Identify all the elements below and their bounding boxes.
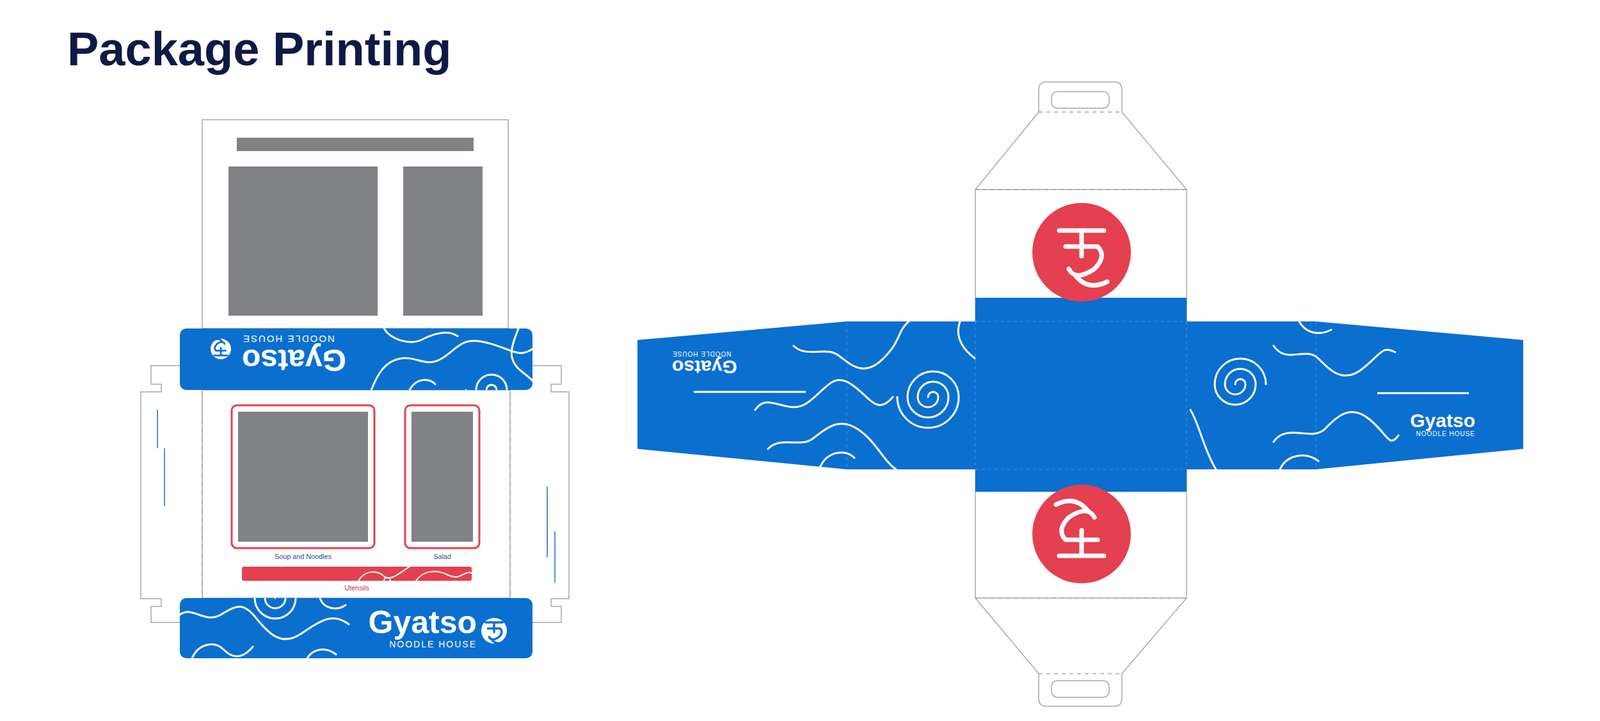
wave-pattern bbox=[1190, 321, 1399, 470]
wave-pattern bbox=[371, 328, 533, 390]
print-band bbox=[975, 297, 1187, 492]
bag-dieline bbox=[637, 81, 1524, 706]
logo-glyph bbox=[485, 622, 505, 644]
fine-print-mark bbox=[156, 409, 159, 448]
text-group: Soup and Noodles bbox=[231, 552, 375, 560]
print-band: GyatsoNOODLE HOUSE bbox=[179, 597, 533, 658]
print-band bbox=[1186, 321, 1524, 470]
rule-line bbox=[693, 391, 806, 393]
wave-pattern bbox=[755, 321, 976, 470]
print-band bbox=[637, 321, 976, 470]
fine-print-mark bbox=[163, 448, 166, 506]
print-band: GyatsoNOODLE HOUSE bbox=[1315, 339, 1524, 449]
fold-line bbox=[1038, 672, 1122, 674]
fold-line bbox=[509, 391, 511, 597]
compartment: Salad bbox=[405, 405, 480, 562]
compartment: Soup and Noodles bbox=[231, 405, 375, 562]
brand-subtitle: NOODLE HOUSE bbox=[368, 639, 477, 649]
brand-subtitle: NOODLE HOUSE bbox=[241, 333, 347, 344]
placeholder-image bbox=[403, 166, 483, 316]
fold-line bbox=[1038, 111, 1122, 113]
side-flap bbox=[510, 365, 569, 623]
fold-line bbox=[201, 391, 203, 597]
logo-badge bbox=[481, 617, 507, 644]
brand-name: Gyatso bbox=[241, 343, 347, 376]
text-group: GyatsoNOODLE HOUSE bbox=[368, 605, 477, 649]
brand-subtitle: NOODLE HOUSE bbox=[672, 350, 738, 358]
brand-name: Gyatso bbox=[1409, 410, 1476, 431]
base-panel bbox=[202, 389, 511, 598]
page-title: Package Printing bbox=[67, 25, 452, 73]
print-band bbox=[179, 597, 533, 658]
logo-glyph bbox=[1059, 230, 1108, 286]
fine-print-mark bbox=[546, 486, 548, 557]
placeholder-image bbox=[228, 166, 378, 316]
side-flap bbox=[140, 365, 203, 623]
compartment-label: Soup and Noodles bbox=[231, 552, 375, 560]
placeholder-image bbox=[238, 411, 368, 542]
handle-panel bbox=[975, 81, 1187, 190]
lid-panel bbox=[202, 119, 509, 329]
logo-badge bbox=[1032, 484, 1131, 584]
handle-hole bbox=[1051, 91, 1110, 109]
logo-glyph bbox=[1056, 500, 1104, 556]
text-group: GyatsoNOODLE HOUSE bbox=[1409, 410, 1476, 438]
fold-line bbox=[846, 321, 1316, 470]
text-group: GyatsoNOODLE HOUSE bbox=[672, 350, 738, 377]
compartment-outline bbox=[231, 405, 375, 548]
logo-badge bbox=[210, 338, 232, 360]
text-group: Salad bbox=[405, 552, 480, 560]
brand-subtitle: NOODLE HOUSE bbox=[1409, 430, 1476, 438]
print-band: GyatsoNOODLE HOUSE bbox=[637, 339, 847, 449]
brand-name: Gyatso bbox=[368, 605, 477, 640]
fold-line bbox=[975, 188, 1187, 191]
handle-panel bbox=[975, 597, 1187, 706]
compartment-label: Salad bbox=[405, 552, 480, 560]
fine-print-mark bbox=[554, 531, 556, 583]
side-panel bbox=[975, 189, 1187, 598]
wave-pattern bbox=[179, 597, 349, 658]
fold-line bbox=[975, 597, 1187, 599]
brand-name: Gyatso bbox=[672, 357, 738, 378]
placeholder-bar bbox=[236, 137, 474, 152]
text-group: Utensils bbox=[241, 584, 472, 592]
compartment-label: Utensils bbox=[241, 584, 472, 592]
print-band: GyatsoNOODLE HOUSE bbox=[179, 328, 533, 390]
compartment-outline bbox=[405, 405, 480, 548]
logo-badge bbox=[1032, 202, 1131, 302]
placeholder-image bbox=[411, 411, 473, 542]
utensil-band bbox=[241, 566, 472, 581]
wave-pattern bbox=[358, 566, 472, 581]
rule-line bbox=[1377, 392, 1469, 395]
text-group: GyatsoNOODLE HOUSE bbox=[241, 333, 347, 376]
utensil-slot: Utensils bbox=[241, 566, 472, 594]
logo-glyph bbox=[213, 339, 228, 356]
tray-dieline bbox=[140, 119, 569, 658]
handle-hole bbox=[1051, 680, 1110, 697]
